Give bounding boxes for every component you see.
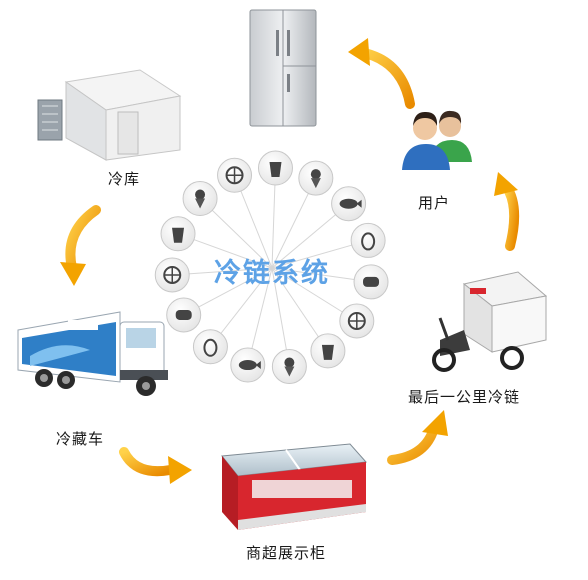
label-display-cabinet: 商超展示柜 xyxy=(246,544,327,562)
arrow-tricycle-to-user xyxy=(494,172,520,251)
arrow-truck-to-cabinet xyxy=(119,447,192,484)
display-cabinet-image xyxy=(221,443,368,530)
strawberry-icon xyxy=(154,257,190,293)
label-last-mile: 最后一公里冷链 xyxy=(408,388,521,406)
label-truck: 冷藏车 xyxy=(56,430,105,448)
carrot-icon xyxy=(166,297,202,333)
food-icon-ring xyxy=(154,150,389,384)
user-image xyxy=(402,110,472,170)
label-user: 用户 xyxy=(418,194,451,212)
sausage-icon xyxy=(230,347,266,383)
citrus-icon xyxy=(217,157,253,193)
drink-cup-icon xyxy=(257,150,293,186)
refrigerator-image xyxy=(249,9,317,127)
cheese-icon xyxy=(192,329,228,365)
egg-icon xyxy=(339,303,375,339)
center-title: 冷链系统 xyxy=(214,257,330,289)
cherry-icon xyxy=(182,181,218,217)
truck-image xyxy=(17,311,168,396)
beverage-bottle-icon xyxy=(353,264,389,300)
fish-icon xyxy=(350,222,386,258)
arrow-storage-to-truck xyxy=(60,205,101,286)
cold-storage-image xyxy=(37,69,182,161)
label-cold-storage: 冷库 xyxy=(108,170,141,188)
pills-icon xyxy=(271,348,307,384)
tomato-icon xyxy=(160,216,196,252)
bread-icon xyxy=(310,333,346,369)
arrow-user-to-fridge xyxy=(348,38,415,109)
arrow-cabinet-to-tricycle xyxy=(387,410,448,465)
cake-icon xyxy=(331,186,367,222)
ice-cream-icon xyxy=(298,160,334,196)
tricycle-image xyxy=(432,271,548,372)
